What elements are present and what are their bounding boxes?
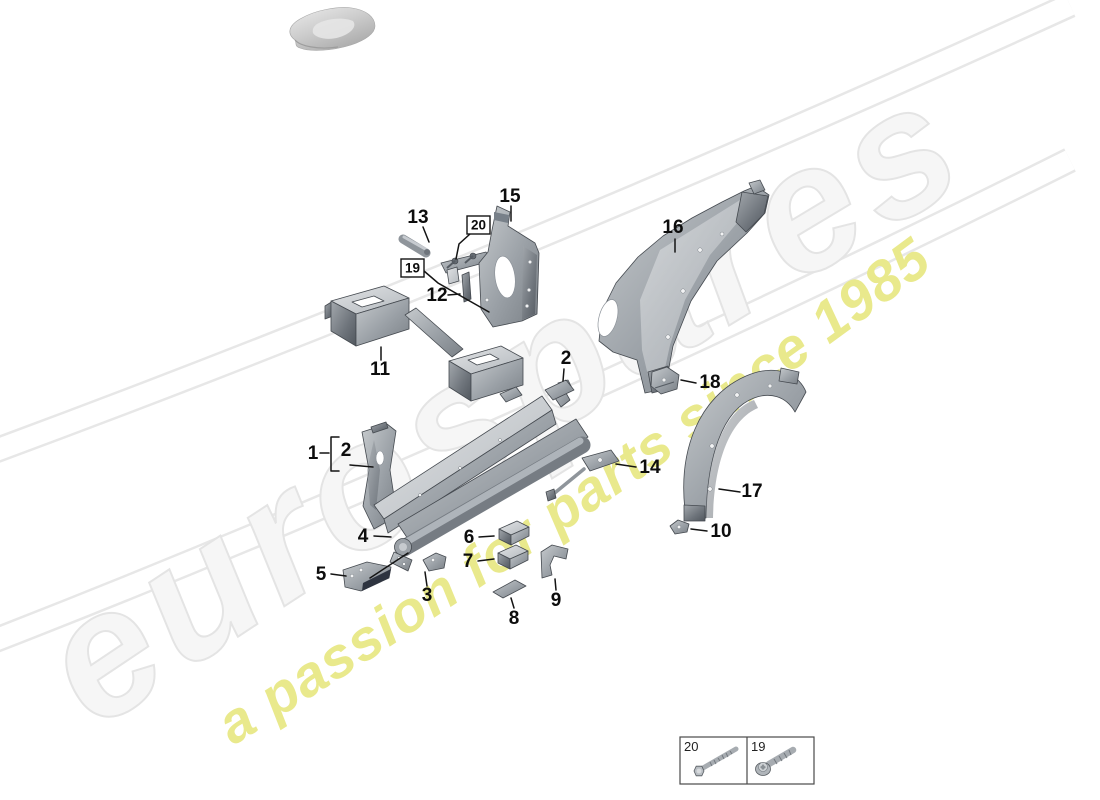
part-5-bracket xyxy=(342,561,392,592)
legend-cell-19-label: 19 xyxy=(751,739,765,754)
part-18-bracket xyxy=(650,366,680,395)
part-8-plate xyxy=(492,579,527,599)
part-label-2b: 2 xyxy=(561,348,572,369)
part-label-2: 2 xyxy=(341,440,352,461)
part-label-16: 16 xyxy=(662,217,683,238)
boxed-callout-20: 20 xyxy=(466,215,491,235)
part-label-18: 18 xyxy=(699,372,720,393)
car-silhouette xyxy=(289,7,376,51)
part-6-block xyxy=(498,520,530,546)
part-15-panel xyxy=(478,205,540,328)
part-label-10: 10 xyxy=(710,521,731,542)
part-label-17: 17 xyxy=(741,481,762,502)
leader-lines xyxy=(319,205,741,609)
part-label-12: 12 xyxy=(426,285,447,306)
part-label-3: 3 xyxy=(422,585,433,606)
part-17-wheel-arch xyxy=(683,367,807,522)
part-9-bracket xyxy=(540,544,569,579)
part-12-bracket xyxy=(440,251,492,303)
part-label-13: 13 xyxy=(407,207,428,228)
part-10-clip xyxy=(669,519,690,535)
svg-text:20: 20 xyxy=(471,218,486,233)
hex-bolt-icon xyxy=(693,746,739,777)
part-label-6: 6 xyxy=(464,527,475,548)
fastener-legend: 20 19 xyxy=(679,736,815,785)
part-callouts: 1 2 2 3 4 5 6 7 8 9 10 11 12 13 14 15 16… xyxy=(308,186,763,629)
part-3-bracket xyxy=(422,552,447,572)
part-label-11: 11 xyxy=(370,359,391,380)
part-label-8: 8 xyxy=(509,608,520,629)
part-label-15: 15 xyxy=(499,186,521,207)
part-14-plate xyxy=(545,449,620,502)
part-label-1: 1 xyxy=(308,443,319,464)
part-13-bar xyxy=(398,234,431,258)
part-7-block xyxy=(497,544,529,570)
part-label-4: 4 xyxy=(358,526,369,547)
part-label-5: 5 xyxy=(316,564,327,585)
part-11-crossmember xyxy=(324,285,524,402)
part-label-7: 7 xyxy=(463,551,474,572)
part-label-9: 9 xyxy=(551,590,562,611)
boxed-callout-19: 19 xyxy=(400,258,425,278)
torx-screw-icon xyxy=(755,746,797,776)
part-1-2-side-member xyxy=(361,379,591,572)
legend-cell-20-label: 20 xyxy=(684,739,698,754)
part-label-14: 14 xyxy=(639,457,661,478)
svg-text:19: 19 xyxy=(405,261,420,276)
